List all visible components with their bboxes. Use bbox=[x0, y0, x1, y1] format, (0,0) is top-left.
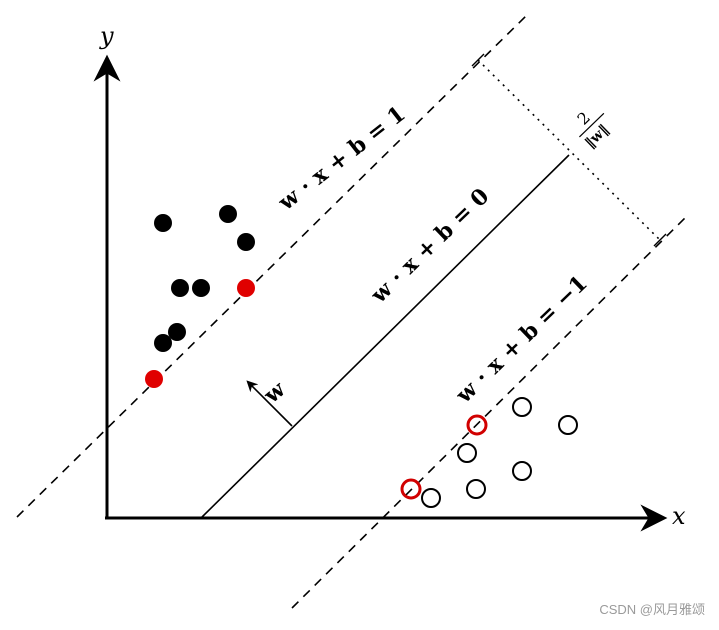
negative-point bbox=[558, 415, 578, 435]
positive-class-points bbox=[154, 205, 255, 352]
normal-vector-arrow bbox=[246, 380, 293, 427]
negative-margin-label: w · x + b = −1 bbox=[450, 270, 592, 409]
negative-point bbox=[512, 397, 532, 417]
decision-boundary-label: w · x + b = 0 bbox=[365, 183, 494, 309]
margin-width-indicator bbox=[477, 59, 661, 241]
negative-support-vector bbox=[400, 478, 422, 500]
negative-point bbox=[421, 488, 441, 508]
negative-support-vector bbox=[466, 414, 488, 436]
negative-point bbox=[466, 479, 486, 499]
positive-support-vectors bbox=[145, 279, 255, 388]
margin-fraction-bar bbox=[578, 112, 605, 138]
positive-point bbox=[219, 205, 237, 223]
positive-point bbox=[154, 334, 172, 352]
watermark: CSDN @风月雅颂 bbox=[599, 602, 705, 617]
positive-point bbox=[168, 323, 186, 341]
margin-fraction: 2 ‖w‖ bbox=[573, 108, 612, 151]
margin-tick-top bbox=[471, 53, 485, 67]
negative-class-points bbox=[421, 397, 578, 508]
decision-boundary-line bbox=[200, 154, 570, 519]
positive-support-vector bbox=[237, 279, 255, 297]
negative-point bbox=[512, 461, 532, 481]
positive-point bbox=[237, 233, 255, 251]
positive-point bbox=[192, 279, 210, 297]
y-axis-label: y bbox=[99, 22, 114, 50]
x-axis-label: x bbox=[672, 502, 686, 530]
positive-point bbox=[171, 279, 189, 297]
negative-support-vectors bbox=[400, 414, 488, 500]
positive-support-vector bbox=[145, 370, 163, 388]
margin-tick-bottom bbox=[653, 233, 667, 247]
positive-margin-line bbox=[16, 14, 528, 518]
negative-margin-line bbox=[291, 214, 689, 609]
normal-vector-label: w bbox=[258, 376, 291, 409]
negative-point bbox=[457, 443, 477, 463]
positive-margin-label: w · x + b = 1 bbox=[273, 101, 411, 216]
positive-point bbox=[154, 214, 172, 232]
